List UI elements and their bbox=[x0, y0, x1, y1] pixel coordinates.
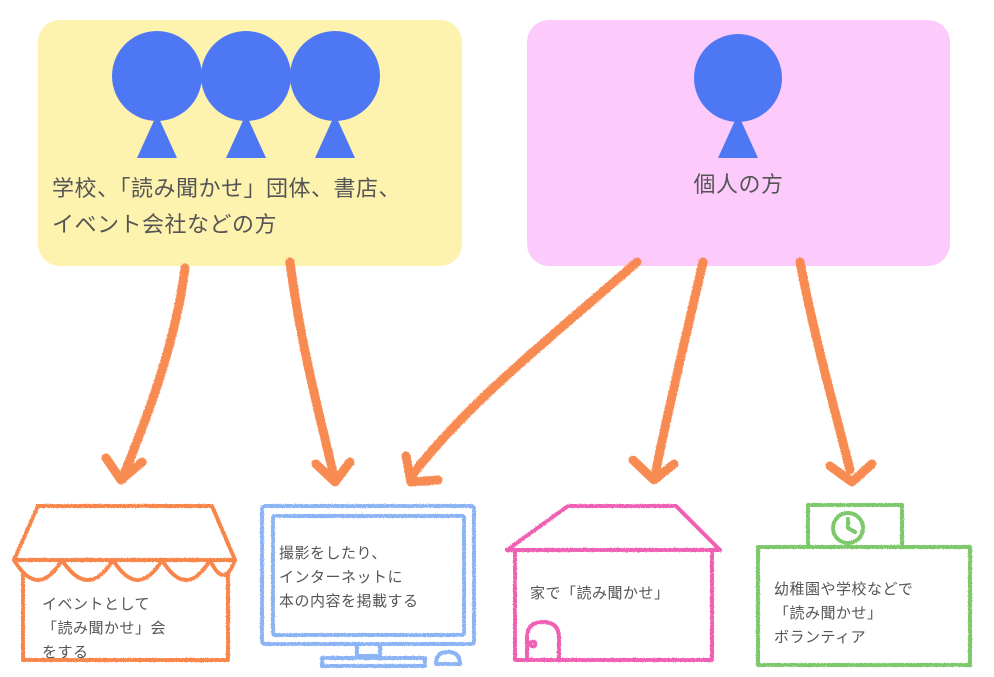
school-label-line1: 幼稚園や学校などで bbox=[774, 580, 914, 598]
home-label: 家で「読み聞かせ」 bbox=[530, 584, 670, 602]
internet-label: 撮影をしたり、 インターネットに 本の内容を掲載する bbox=[279, 541, 469, 613]
house-icon bbox=[505, 504, 722, 662]
crayon-arrows bbox=[101, 257, 877, 487]
internet-label-line1: 撮影をしたり、 bbox=[279, 544, 387, 562]
computer-monitor-icon bbox=[260, 504, 476, 668]
person-icon bbox=[694, 34, 782, 158]
internet-label-line2: インターネットに bbox=[279, 568, 404, 586]
organizations-label-line1: 学校、「読み聞かせ」団体、書店、 bbox=[52, 177, 402, 202]
person-icon-2 bbox=[201, 31, 291, 158]
school-label: 幼稚園や学校などで 「読み聞かせ」 ボランティア bbox=[774, 577, 964, 649]
internet-label-line3: 本の内容を掲載する bbox=[279, 592, 419, 610]
shop-awning-icon bbox=[12, 504, 237, 662]
school-label-line3: ボランティア bbox=[774, 628, 867, 646]
arrow-individual-to-home bbox=[628, 257, 708, 485]
arrow-individual-to-internet bbox=[401, 257, 642, 487]
event-label: イベントとして 「読み聞かせ」会 をする bbox=[42, 592, 242, 664]
organizations-label-line2: イベント会社などの方 bbox=[52, 213, 278, 238]
person-icon-1 bbox=[112, 31, 202, 158]
school-building-icon bbox=[756, 503, 972, 667]
event-label-line3: をする bbox=[42, 643, 89, 661]
event-label-line1: イベントとして bbox=[42, 595, 151, 613]
event-label-line2: 「読み聞かせ」会 bbox=[42, 619, 167, 637]
three-people-icon bbox=[112, 31, 380, 158]
arrow-org-to-event bbox=[101, 263, 190, 485]
door-icon bbox=[525, 620, 561, 662]
individuals-label: 個人の方 bbox=[693, 173, 784, 198]
arrow-org-to-internet bbox=[285, 257, 355, 487]
organizations-label: 学校、「読み聞かせ」団体、書店、 イベント会社などの方 bbox=[52, 172, 462, 244]
school-label-line2: 「読み聞かせ」 bbox=[774, 604, 883, 622]
clock-icon bbox=[831, 511, 865, 545]
person-icon-3 bbox=[290, 31, 380, 158]
arrow-individual-to-school bbox=[795, 257, 877, 487]
